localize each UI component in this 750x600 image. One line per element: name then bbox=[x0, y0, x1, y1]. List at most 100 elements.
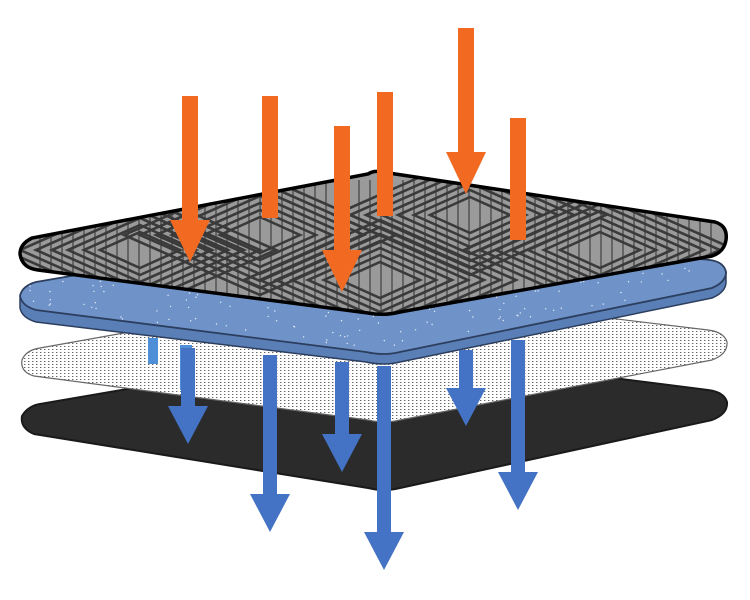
speckle bbox=[326, 339, 328, 341]
incoming-arrow bbox=[262, 96, 278, 218]
speckle bbox=[545, 308, 547, 310]
speckle bbox=[92, 285, 94, 287]
speckle bbox=[502, 319, 504, 322]
pattern-line bbox=[240, 218, 520, 315]
speckle bbox=[414, 329, 417, 331]
speckle bbox=[99, 280, 102, 283]
speckle bbox=[496, 296, 498, 298]
speckle bbox=[244, 329, 247, 331]
speckle bbox=[624, 299, 626, 301]
incoming-arrow-head bbox=[446, 152, 486, 194]
pattern-line bbox=[288, 239, 472, 315]
speckle bbox=[340, 320, 343, 322]
speckle bbox=[560, 307, 562, 309]
speckle bbox=[49, 303, 52, 305]
speckle bbox=[661, 273, 663, 275]
speckle bbox=[229, 305, 231, 307]
speckle bbox=[688, 270, 690, 272]
speckle bbox=[684, 267, 686, 270]
outgoing-arrow-shaft bbox=[459, 350, 473, 388]
speckle bbox=[188, 292, 191, 294]
speckle bbox=[32, 300, 35, 302]
speckle bbox=[591, 305, 593, 307]
speckle bbox=[29, 285, 31, 287]
incoming-arrow bbox=[377, 92, 393, 216]
outgoing-arrow-shaft bbox=[181, 348, 195, 406]
speckle bbox=[642, 272, 644, 274]
speckle bbox=[327, 311, 330, 314]
speckle bbox=[325, 341, 327, 344]
speckle bbox=[347, 335, 349, 337]
speckle bbox=[399, 331, 402, 333]
outgoing-arrow bbox=[498, 340, 538, 510]
speckle bbox=[667, 279, 669, 282]
speckle bbox=[534, 290, 537, 292]
speckle bbox=[529, 316, 532, 318]
incoming-arrows bbox=[170, 28, 526, 292]
speckle bbox=[428, 308, 431, 310]
speckle bbox=[433, 310, 436, 312]
incoming-arrow bbox=[446, 28, 486, 194]
outgoing-arrow-head bbox=[168, 406, 208, 444]
speckle bbox=[537, 290, 539, 292]
incoming-arrow-shaft bbox=[458, 28, 474, 152]
speckle bbox=[602, 303, 604, 305]
outgoing-arrow bbox=[364, 366, 404, 570]
speckle bbox=[275, 320, 278, 322]
speckle bbox=[196, 293, 199, 296]
speckle bbox=[516, 314, 518, 316]
speckle bbox=[377, 322, 380, 324]
speckle bbox=[49, 290, 51, 293]
outgoing-arrow-shaft bbox=[263, 355, 277, 494]
incoming-arrow bbox=[322, 126, 362, 292]
speckle bbox=[91, 306, 93, 309]
speckle bbox=[49, 299, 51, 301]
speckle bbox=[627, 281, 630, 283]
outgoing-arrow-shaft bbox=[511, 340, 525, 472]
speckle bbox=[156, 310, 158, 312]
speckle bbox=[431, 323, 433, 326]
speckle bbox=[359, 329, 361, 332]
speckle bbox=[357, 318, 359, 320]
incoming-arrow-head bbox=[322, 250, 362, 292]
outgoing-stub bbox=[148, 338, 158, 364]
speckle bbox=[225, 325, 227, 327]
speckle bbox=[185, 299, 188, 301]
speckle bbox=[220, 301, 222, 303]
speckle bbox=[187, 306, 190, 309]
speckle bbox=[120, 316, 122, 318]
speckle bbox=[339, 335, 342, 337]
speckle bbox=[426, 321, 428, 323]
speckle bbox=[169, 305, 172, 308]
pattern-line bbox=[272, 232, 488, 315]
speckle bbox=[499, 308, 501, 311]
speckle bbox=[29, 289, 31, 292]
speckle bbox=[267, 307, 269, 309]
speckle bbox=[274, 310, 276, 312]
incoming-arrow-head bbox=[170, 220, 210, 262]
speckle bbox=[332, 331, 334, 334]
speckle bbox=[293, 325, 295, 328]
outgoing-arrow-shaft bbox=[377, 366, 391, 532]
speckle bbox=[498, 318, 500, 320]
outgoing-arrow-head bbox=[322, 434, 362, 472]
speckle bbox=[48, 304, 50, 306]
speckle bbox=[325, 315, 327, 317]
outgoing-arrows bbox=[168, 340, 538, 570]
pattern-line bbox=[256, 225, 504, 315]
speckle bbox=[499, 316, 501, 318]
outgoing-arrow-head bbox=[250, 494, 290, 532]
outgoing-arrow bbox=[250, 355, 290, 532]
speckle bbox=[302, 336, 305, 338]
incoming-arrow-shaft bbox=[182, 96, 198, 220]
speckle bbox=[620, 291, 622, 294]
speckle bbox=[215, 323, 218, 325]
incoming-arrow-shaft bbox=[334, 126, 350, 250]
outgoing-arrow bbox=[168, 348, 208, 444]
speckle bbox=[519, 312, 521, 314]
speckle bbox=[515, 295, 517, 297]
outgoing-arrow-shaft bbox=[335, 362, 349, 434]
speckle bbox=[552, 309, 555, 311]
speckle bbox=[94, 302, 97, 304]
speckle bbox=[383, 339, 385, 342]
